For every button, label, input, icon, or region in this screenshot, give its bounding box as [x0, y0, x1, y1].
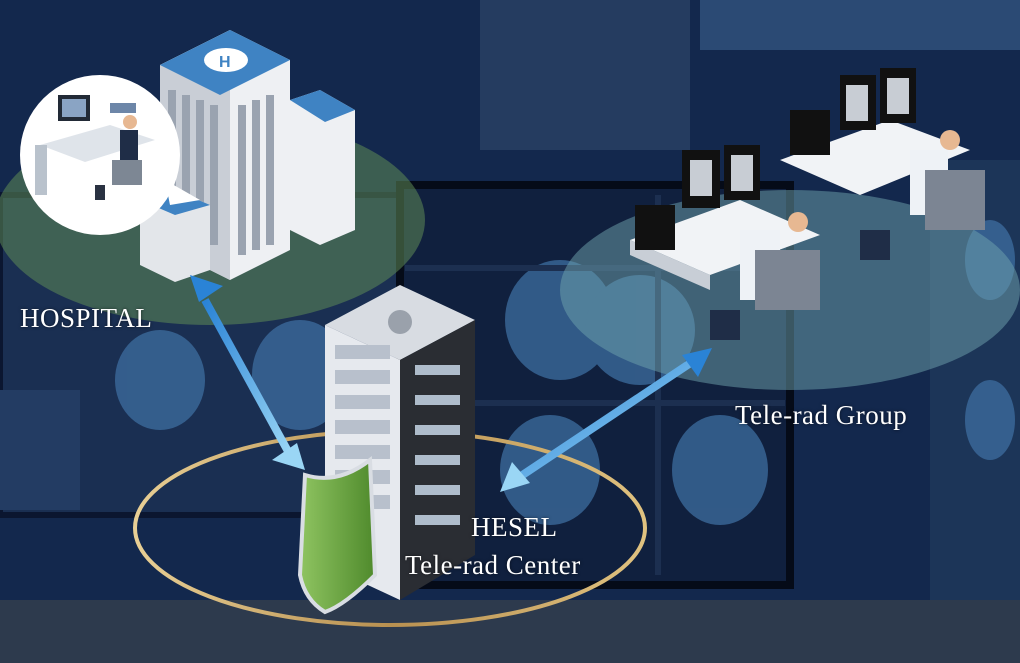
hospital-link-arrow [190, 275, 305, 470]
hospital-label: HOSPITAL [20, 303, 153, 333]
radiologist-workstation-icon [630, 68, 985, 340]
telerad-link-arrow [500, 348, 712, 492]
hospital-building-icon: H [140, 30, 355, 282]
center-name-label: HESEL [471, 512, 558, 542]
svg-text:H: H [219, 54, 231, 71]
doctor-workstation-icon [20, 75, 200, 235]
security-shield-icon [297, 456, 378, 615]
telerad-group-label: Tele-rad Group [735, 400, 908, 430]
center-type-label: Tele-rad Center [405, 550, 581, 580]
